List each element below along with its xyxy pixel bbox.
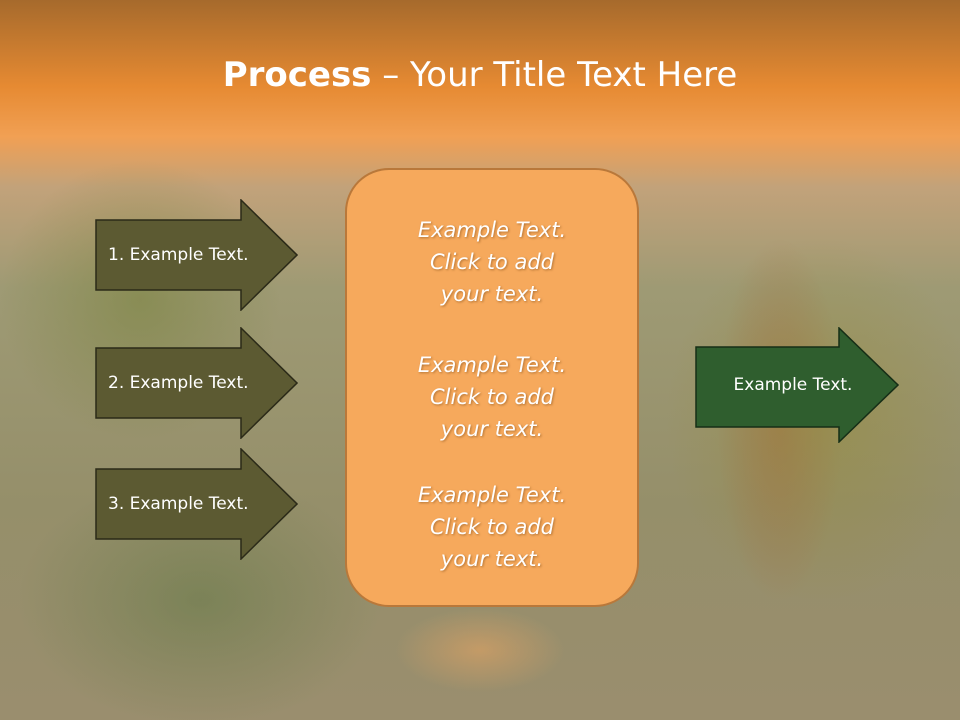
title-rest: – Your Title Text Here (371, 55, 738, 95)
paragraph-line: your text. (440, 282, 544, 306)
right-arrow-label: Example Text. (733, 375, 853, 395)
center-paragraph-2: Example Text. Click to add your text. (347, 349, 637, 445)
paragraph-line: Click to add (429, 385, 554, 409)
paragraph-line: Example Text. (417, 353, 567, 377)
paragraph-line: Click to add (429, 515, 554, 539)
arrow-shape-icon (95, 448, 298, 560)
slide-title[interactable]: Process – Your Title Text Here (0, 52, 960, 98)
center-paragraph-1: Example Text. Click to add your text. (347, 214, 637, 310)
left-arrow-2-label: 2. Example Text. (108, 373, 249, 393)
center-text-box[interactable]: Example Text. Click to add your text. Ex… (345, 168, 639, 607)
arrow-shape-icon (95, 199, 298, 311)
paragraph-line: Click to add (429, 250, 554, 274)
left-arrow-3[interactable]: 3. Example Text. (95, 448, 298, 560)
title-bold: Process (222, 55, 372, 95)
paragraph-line: your text. (440, 547, 544, 571)
paragraph-line: your text. (440, 417, 544, 441)
paragraph-line: Example Text. (417, 218, 567, 242)
left-arrow-3-label: 3. Example Text. (108, 494, 249, 514)
left-arrow-2[interactable]: 2. Example Text. (95, 327, 298, 439)
right-arrow[interactable]: Example Text. (695, 327, 899, 443)
center-paragraph-3: Example Text. Click to add your text. (347, 479, 637, 575)
arrow-shape-icon (95, 327, 298, 439)
left-arrow-1[interactable]: 1. Example Text. (95, 199, 298, 311)
paragraph-line: Example Text. (417, 483, 567, 507)
arrow-shape-icon (695, 327, 899, 443)
left-arrow-1-label: 1. Example Text. (108, 245, 249, 265)
